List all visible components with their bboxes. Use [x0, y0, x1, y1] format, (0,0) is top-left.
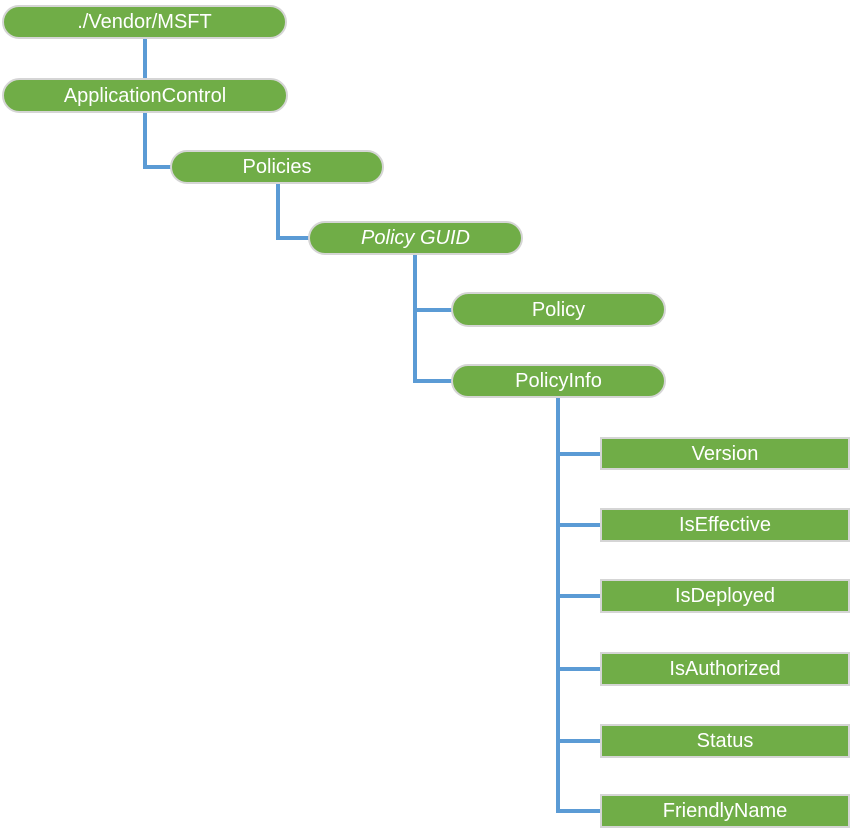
node-is-deployed: IsDeployed [600, 579, 850, 613]
connector-policyguid-trunk [413, 254, 417, 383]
connector-vendor-to-applicationcontrol [143, 37, 147, 80]
node-friendly-name: FriendlyName [600, 794, 850, 828]
connector-policyinfo-to-iseffective [556, 523, 602, 527]
connector-applicationcontrol-to-policies-horizontal [143, 165, 172, 169]
node-vendor-msft: ./Vendor/MSFT [2, 5, 287, 39]
connector-policyinfo-to-friendlyname [556, 809, 602, 813]
node-policies: Policies [170, 150, 384, 184]
connector-policyinfo-to-isdeployed [556, 594, 602, 598]
node-policy-info: PolicyInfo [451, 364, 666, 398]
connector-policyinfo-to-version [556, 452, 602, 456]
connector-policyinfo-to-isauthorized [556, 667, 602, 671]
node-policy-guid: Policy GUID [308, 221, 523, 255]
node-is-effective: IsEffective [600, 508, 850, 542]
connector-policies-to-policyguid-horizontal [276, 236, 310, 240]
node-is-authorized: IsAuthorized [600, 652, 850, 686]
connector-policyguid-to-policy [413, 308, 453, 312]
connector-policyinfo-trunk [556, 397, 560, 813]
node-version: Version [600, 437, 850, 470]
node-status: Status [600, 724, 850, 758]
connector-policyinfo-to-status [556, 739, 602, 743]
connector-policies-to-policyguid-vertical [276, 183, 280, 240]
connector-applicationcontrol-to-policies-vertical [143, 112, 147, 169]
node-policy: Policy [451, 292, 666, 327]
node-application-control: ApplicationControl [2, 78, 288, 113]
connector-policyguid-to-policyinfo [413, 379, 453, 383]
